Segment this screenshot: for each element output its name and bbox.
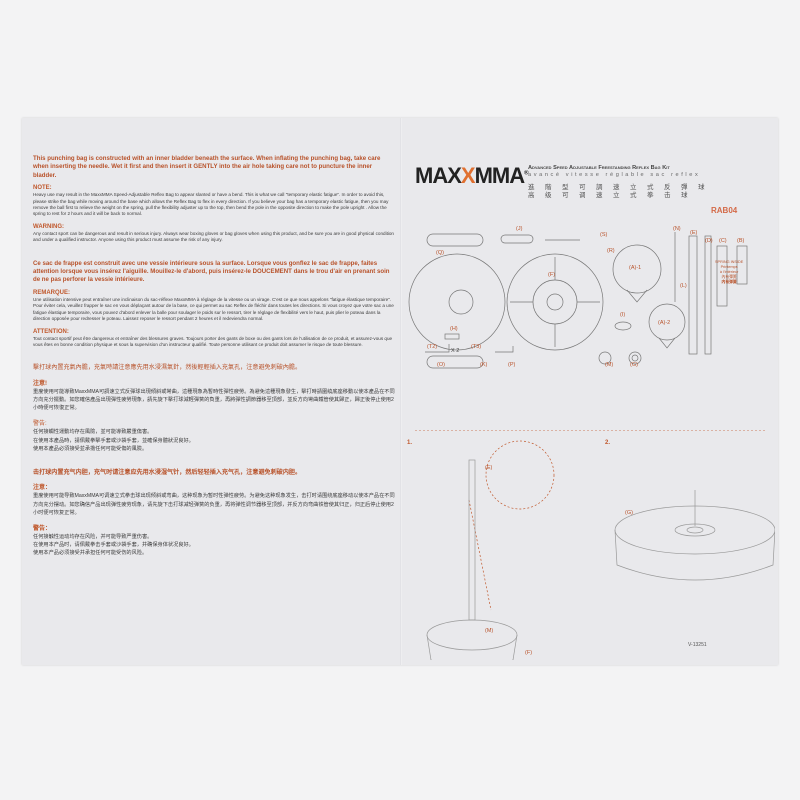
spring-note-fr2: à l'intérieur <box>719 270 739 274</box>
zh-cn-warning-title: 警告： <box>33 525 52 532</box>
zh-cn-warning-body: 任何接触性运动均存在风险，并可能导致严重伤害。 在使用本产品时，请佩戴拳击手套或… <box>33 533 194 557</box>
document-code: V-13251 <box>688 642 707 648</box>
kit-title-fr: avancé vitesse réglable sac reflex <box>528 172 701 178</box>
spring-note-zh-cn: 内有弹簧 <box>721 280 737 284</box>
part-label: (T3) <box>471 344 482 350</box>
zh-cn-lead: 击打球内置充气内胆，充气时请注意应先用水浸湿气针，然后轻轻插入充气孔，注意避免刺… <box>33 468 302 476</box>
parts-diagram <box>408 232 748 369</box>
spring-note-zh-tw: 內有彈簧 <box>721 275 737 279</box>
part-label: (A)-1 <box>629 265 642 271</box>
part-label: (T2) <box>427 344 438 350</box>
step1-label: (E) <box>485 465 493 471</box>
french-note-title: REMARQUE: <box>33 289 70 296</box>
kit-title-zh-cn: 高级可调速立式拳击球 <box>528 192 698 199</box>
part-label: (F) <box>548 272 556 278</box>
part-label: (D) <box>705 238 713 244</box>
english-warning-body: Any contact sport can be dangerous and r… <box>33 230 394 243</box>
english-warning-title: WARNING: <box>33 223 64 230</box>
zh-tw-note-title: 注意! <box>33 380 47 387</box>
part-label: (I) <box>620 312 626 318</box>
step-2-number: 2. <box>605 440 611 446</box>
assembly-diagram <box>415 430 775 660</box>
speed-ball-1-drawing <box>612 244 662 294</box>
spring-note-fr1: Printemps <box>720 265 738 269</box>
base-drawing <box>506 253 604 351</box>
step1-label: (F) <box>525 650 533 656</box>
part-label: (R) <box>607 248 615 254</box>
page-fold <box>400 118 402 665</box>
part-label: (C) <box>719 238 727 244</box>
french-warning-body: Tout contact sportif peut être dangereux… <box>33 335 393 347</box>
part-label: (L) <box>680 283 687 289</box>
part-label: (N) <box>673 226 681 232</box>
part-label: X 2 <box>451 348 460 354</box>
english-lead: This punching bag is constructed with an… <box>33 155 381 179</box>
english-note-title: NOTE: <box>33 185 52 192</box>
zh-tw-warning-title: 警告: <box>33 421 47 428</box>
zh-cn-note-body: 重度使用可能导致MaxxMMA可调速立式拳击球出现倾斜或弯曲，这种现象为暂时性弹… <box>33 493 395 516</box>
zh-tw-note-body: 重度使用可能導致MaxxMMA可調速立式反彈球出現傾斜或彎曲，這種現象為暫時性彈… <box>33 388 395 412</box>
zh-tw-lead: 擊打球內置充氣內膽，充氣時請注意應先用水浸濕氣針，然後輕輕插入充氣孔，注意避免刺… <box>33 364 302 372</box>
part-label: (A)-2 <box>658 320 671 326</box>
french-lead: Ce sac de frappe est construit avec une … <box>33 259 390 284</box>
kit-title-zh-tw: 進階型可調速立式反彈球 <box>528 184 715 191</box>
step-1-number: 1. <box>407 440 413 446</box>
english-note-body: Heavy use may result in the MaxxMMA Spee… <box>33 192 389 217</box>
step2-label: (G) <box>625 510 633 516</box>
model-number: RAB04 <box>711 206 738 215</box>
spring-inside-note: SPRING INSIDE Printemps à l'intérieur 內有… <box>715 260 743 285</box>
part-label: (H) <box>450 326 458 332</box>
part-label: (Q) <box>436 250 444 256</box>
part-label: (O) <box>437 362 445 368</box>
french-note-body: Une utilisation intensive peut entraîner… <box>33 296 394 322</box>
part-label: (E) <box>690 230 698 236</box>
part-label: (S) <box>600 232 608 238</box>
speed-ball-2-drawing <box>648 303 686 341</box>
kit-title: Advanced Speed Adjustable Freestanding R… <box>528 165 670 171</box>
part-label: (G) <box>630 362 638 368</box>
brand-logo: MAXXMMA® <box>415 163 529 188</box>
product-panel: MAXXMMA® Advanced Speed Adjustable Frees… <box>405 150 775 660</box>
part-label: (P) <box>508 362 516 368</box>
french-warning-title: ATTENTION: <box>33 328 69 335</box>
part-label: (K) <box>480 362 488 368</box>
part-label: (J) <box>516 226 523 232</box>
zh-cn-note-title: 注意： <box>33 485 52 492</box>
pole-drawing <box>688 235 698 355</box>
part-label: (M) <box>605 362 614 368</box>
zh-tw-warning-body: 任何接觸性運動均存在風險，並可能導致嚴重傷害。 在使用本產品時，請佩戴拳擊手套或… <box>33 429 194 452</box>
instructions-column: This punching bag is constructed with an… <box>33 155 395 564</box>
spring-note-en: SPRING INSIDE <box>715 260 744 264</box>
part-label: (B) <box>737 238 745 244</box>
base-cover-drawing <box>408 253 506 351</box>
step1-label: (M) <box>485 628 494 634</box>
